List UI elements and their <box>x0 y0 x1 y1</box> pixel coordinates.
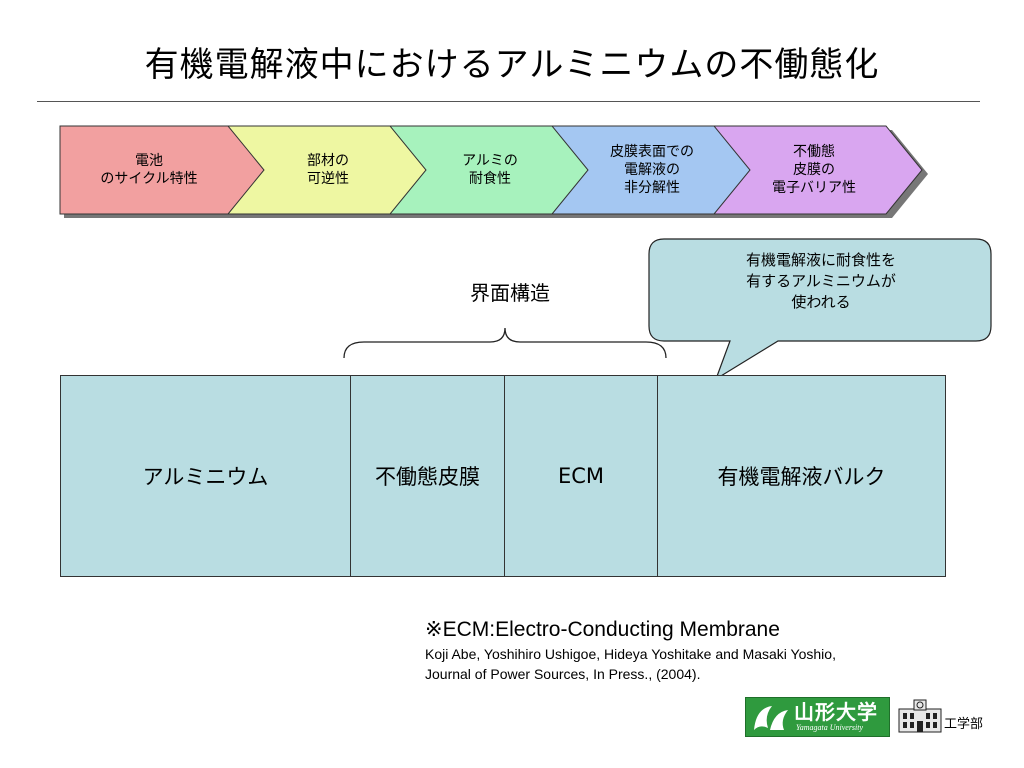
layer-electrolyte-bulk: 有機電解液バルク <box>658 376 945 576</box>
process-step-label: 部材の 可逆性 <box>307 153 349 187</box>
leaf-mark-icon <box>754 706 788 730</box>
process-step-electron-barrier: 不働態 皮膜の 電子バリア性 <box>712 125 928 218</box>
brace-icon <box>343 327 667 359</box>
university-name: 山形大学 <box>794 700 878 724</box>
layer-aluminum: アルミニウム <box>61 376 351 576</box>
speech-callout <box>648 238 992 381</box>
ecm-definition: ※ECM:Electro-Conducting Membrane <box>425 618 780 641</box>
process-step-label: 電池 のサイクル特性 <box>100 153 198 187</box>
title-divider <box>37 101 980 102</box>
layer-ecm: ECM <box>505 376 658 576</box>
building-icon <box>898 699 942 733</box>
interface-layers: アルミニウム 不働態皮膜 ECM 有機電解液バルク <box>60 375 946 577</box>
reference-note: ※ECM:Electro-Conducting Membrane Koji Ab… <box>425 616 985 684</box>
slide-title: 有機電解液中におけるアルミニウムの不働態化 <box>144 45 880 85</box>
process-step-cycle: 電池 のサイクル特性 <box>59 125 274 218</box>
university-logo: 山形大学 Yamagata University <box>745 697 890 737</box>
process-step-label: アルミの 耐食性 <box>462 153 518 187</box>
citation: Koji Abe, Yoshihiro Ushigoe, Hideya Yosh… <box>425 646 836 682</box>
university-name-en: Yamagata University <box>796 723 864 732</box>
callout-text: 有機電解液に耐食性を 有するアルミニウムが 使われる <box>745 251 896 311</box>
layer-passive-film: 不働態皮膜 <box>351 376 505 576</box>
chevron-shape <box>712 125 923 215</box>
faculty-label: 工学部 <box>944 717 984 732</box>
process-step-label: 不働態 皮膜の 電子バリア性 <box>772 144 856 196</box>
process-step-reversibility: 部材の 可逆性 <box>226 125 442 218</box>
process-step-label: 皮膜表面での 電解液の 非分解性 <box>610 144 694 196</box>
process-step-non-decomposition: 皮膜表面での 電解液の 非分解性 <box>550 125 766 218</box>
process-step-corrosion: アルミの 耐食性 <box>388 125 604 218</box>
interface-label: 界面構造 <box>470 281 550 305</box>
